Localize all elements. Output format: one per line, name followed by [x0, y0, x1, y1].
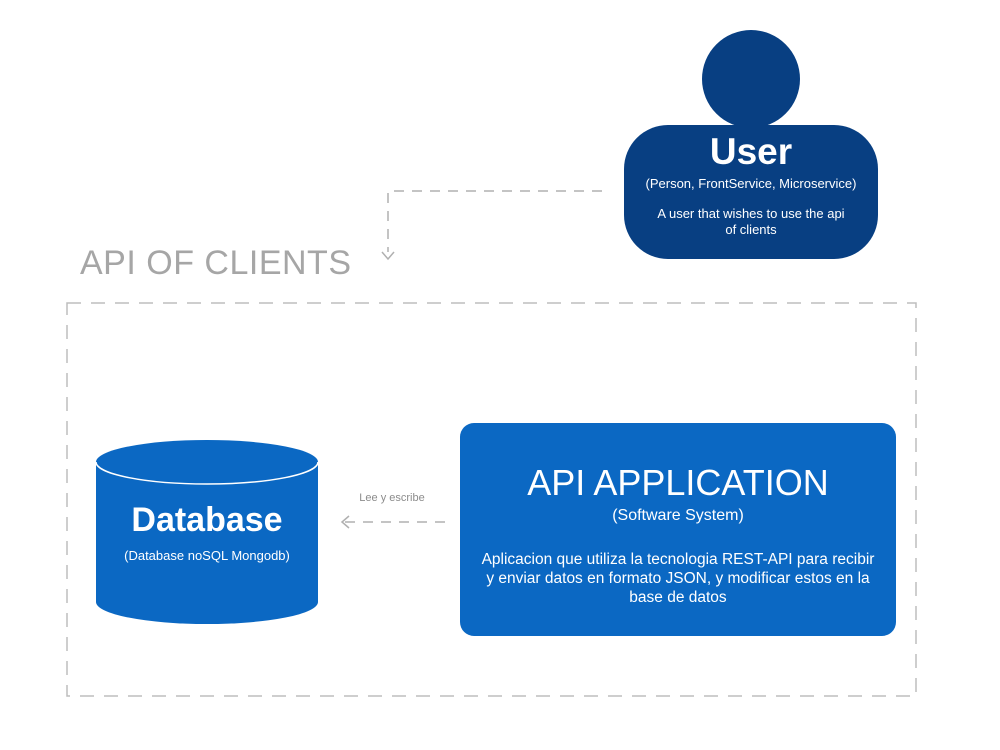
user-description: A user that wishes to use the api of cli… — [657, 206, 845, 237]
relationship-label: Lee y escribe — [359, 492, 425, 504]
user-node: User (Person, FrontService, Microservice… — [624, 130, 878, 238]
user-body — [624, 125, 878, 259]
boundary-label: API OF CLIENTS — [80, 244, 352, 282]
user-title: User — [709, 131, 793, 172]
database-cylinder-top — [96, 440, 318, 484]
api-application-node: API APPLICATION (Software System) Aplica… — [460, 462, 896, 607]
database-type: (Database noSQL Mongodb) — [124, 548, 290, 563]
api-application-box — [460, 423, 896, 636]
api-application-title: API APPLICATION — [527, 462, 829, 503]
api-application-description: Aplicacion que utiliza la tecnologia RES… — [481, 551, 875, 606]
api-application-type: (Software System) — [612, 507, 744, 524]
user-to-system-arrowhead — [381, 251, 395, 261]
database-node: Database (Database noSQL Mongodb) — [96, 500, 318, 564]
database-title: Database — [131, 501, 283, 539]
database-cylinder-rim — [95, 461, 319, 485]
database-cylinder-body — [96, 462, 318, 624]
user-head — [702, 30, 800, 128]
app-to-database-arrowhead — [340, 515, 350, 529]
user-to-system-arrow — [387, 190, 602, 252]
system-boundary — [66, 302, 917, 697]
user-type: (Person, FrontService, Microservice) — [645, 176, 857, 191]
